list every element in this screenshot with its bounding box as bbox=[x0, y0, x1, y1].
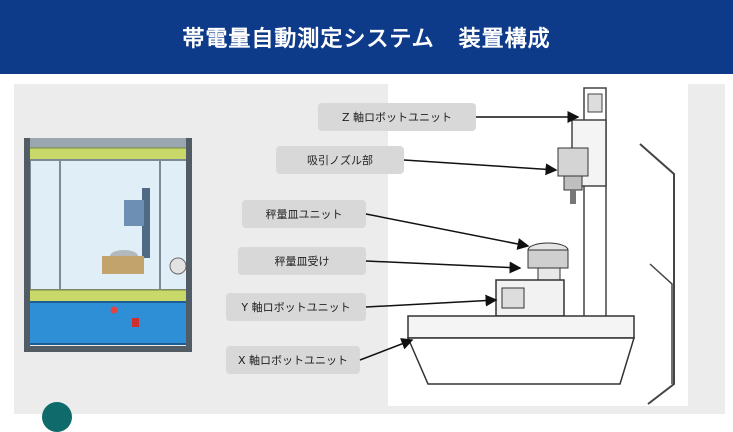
robot-mechanism-illustration bbox=[388, 84, 688, 406]
label-suction-nozzle: 吸引ノズル部 bbox=[276, 146, 404, 174]
decorative-dot bbox=[42, 402, 72, 432]
system-cabinet-illustration bbox=[24, 138, 192, 352]
label-scale-pan-receiver: 秤量皿受け bbox=[238, 247, 366, 275]
label-z-axis-robot-unit: Z 軸ロボットユニット bbox=[318, 103, 476, 131]
label-y-axis-robot-unit: Y 軸ロボットユニット bbox=[226, 293, 366, 321]
label-x-axis-robot-unit: X 軸ロボットユニット bbox=[226, 346, 360, 374]
label-scale-pan-unit: 秤量皿ユニット bbox=[242, 200, 366, 228]
page-title: 帯電量自動測定システム bbox=[182, 27, 435, 52]
page-subtitle: 装置構成 bbox=[458, 27, 551, 52]
page-header: 帯電量自動測定システム 装置構成 bbox=[0, 0, 733, 74]
